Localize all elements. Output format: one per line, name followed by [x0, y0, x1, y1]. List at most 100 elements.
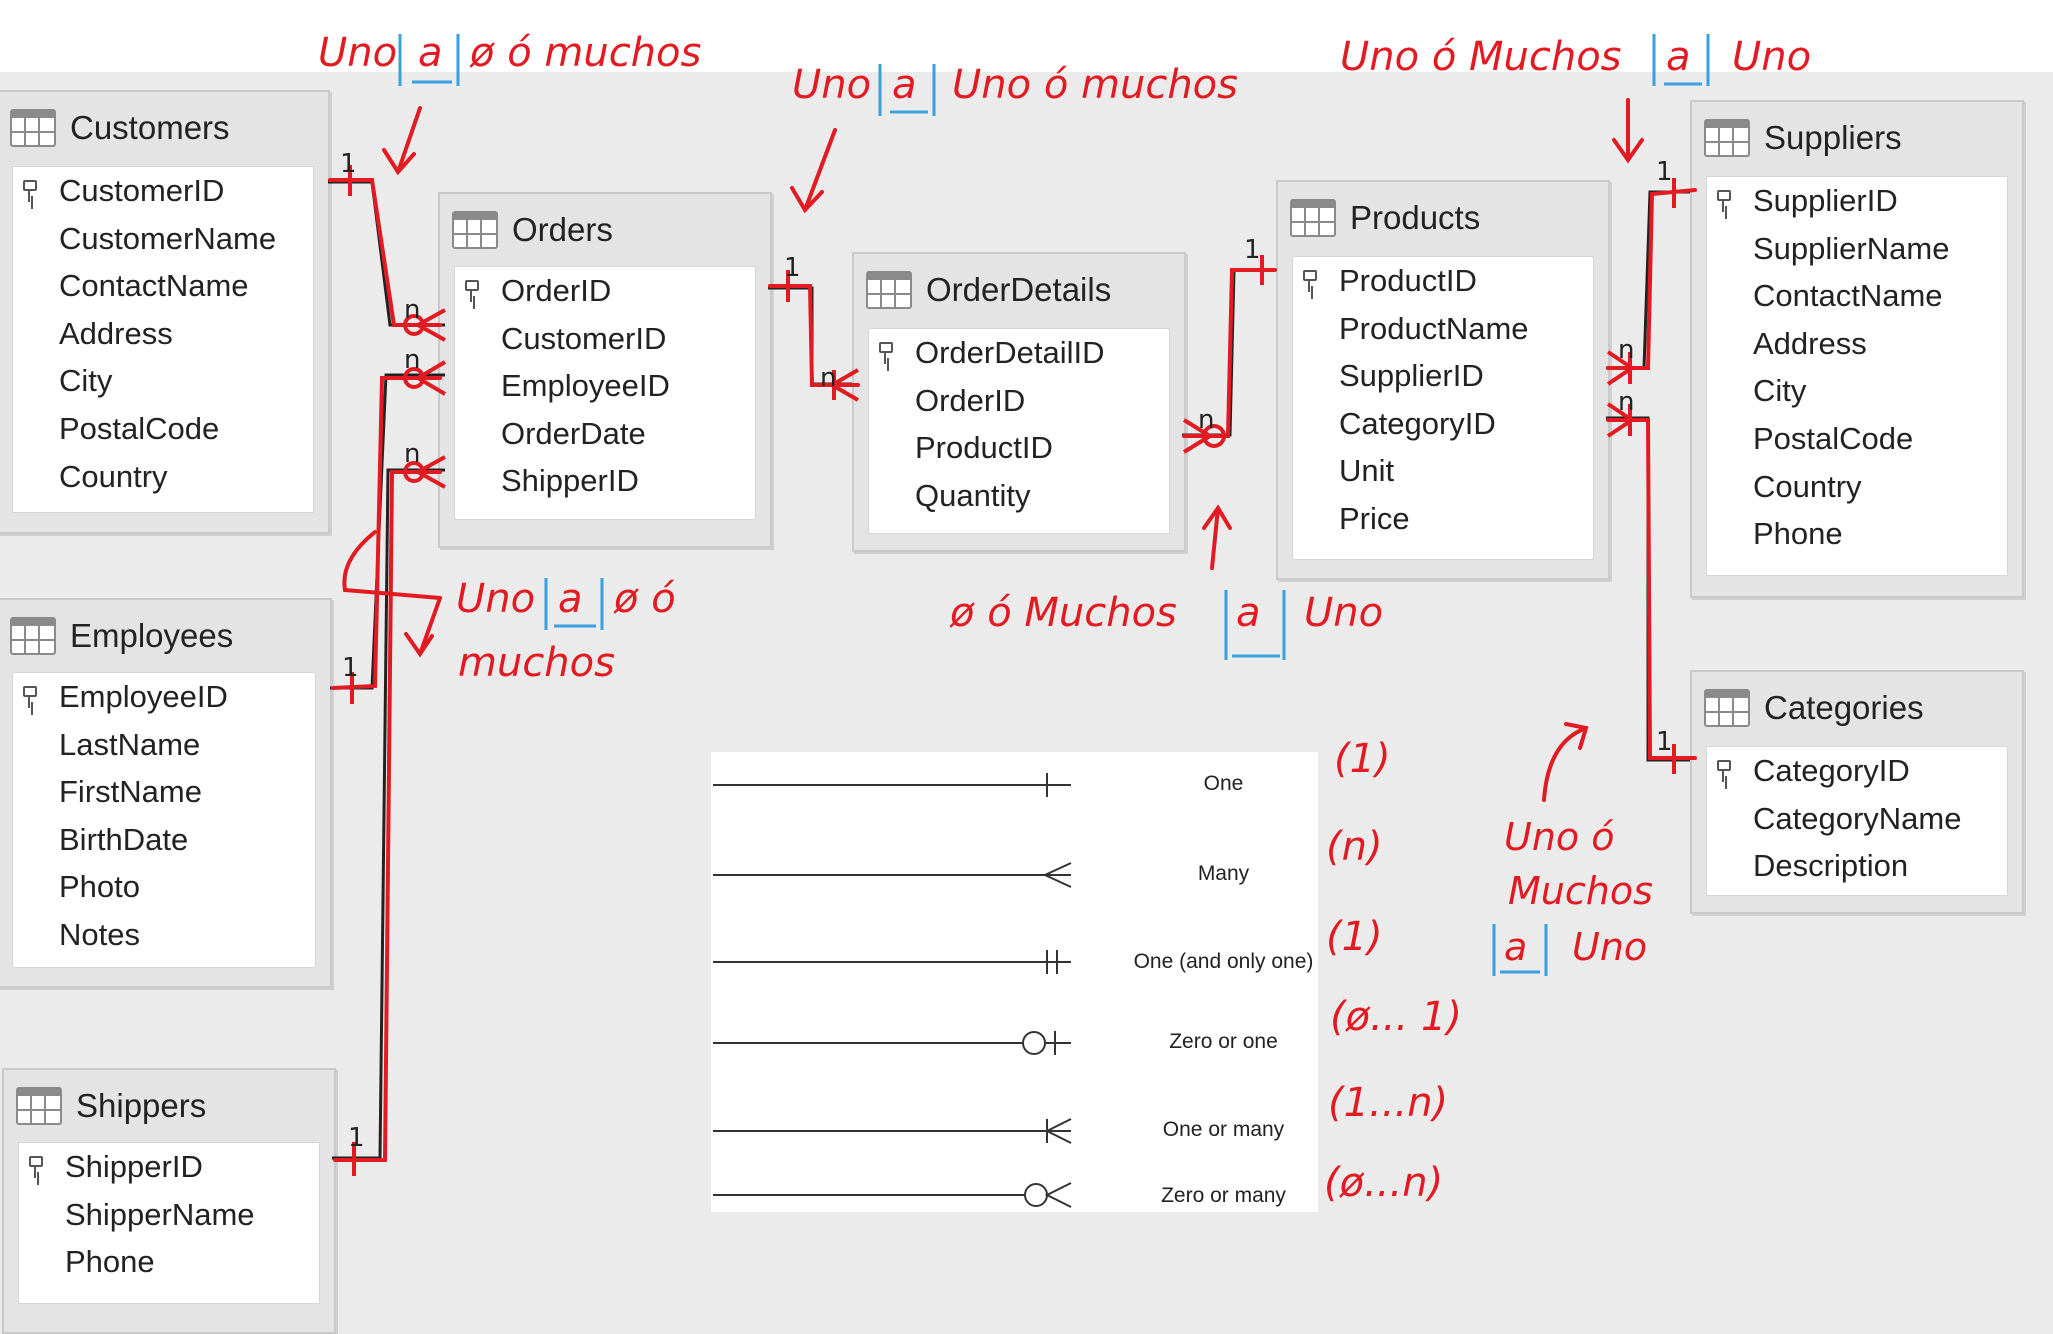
field-name: Description: [1753, 848, 1909, 884]
field-row[interactable]: PostalCode: [1707, 415, 2007, 463]
annotation-text: muchos: [458, 640, 615, 686]
field-row[interactable]: City: [13, 357, 313, 405]
field-name: CategoryID: [1339, 405, 1496, 441]
field-row[interactable]: ProductID: [869, 424, 1169, 472]
field-name: CustomerID: [501, 320, 667, 356]
field-row[interactable]: Unit: [1293, 447, 1593, 495]
field-row[interactable]: ShipperID: [19, 1143, 319, 1191]
field-row[interactable]: CategoryID: [1707, 747, 2007, 795]
key-icon: [1717, 190, 1731, 212]
table-icon: [1704, 119, 1750, 157]
field-row[interactable]: EmployeeID: [455, 362, 755, 410]
arrow-icon: [1202, 504, 1232, 570]
field-row[interactable]: CategoryName: [1707, 795, 2007, 843]
field-name: SupplierID: [1339, 358, 1484, 394]
table-products[interactable]: Products ProductID ProductName SupplierI…: [1276, 180, 1610, 580]
legend-note: (1): [1334, 736, 1391, 782]
cardinality-one: 1: [784, 253, 801, 283]
field-row[interactable]: OrderDate: [455, 410, 755, 458]
field-row[interactable]: Photo: [13, 863, 315, 911]
field-row[interactable]: Country: [1707, 463, 2007, 511]
field-row[interactable]: Address: [13, 310, 313, 358]
field-row[interactable]: SupplierID: [1293, 352, 1593, 400]
table-title: OrderDetails: [926, 271, 1112, 308]
table-orders[interactable]: Orders OrderID CustomerID EmployeeID Ord…: [438, 192, 772, 548]
key-icon: [465, 280, 479, 302]
arrow-icon: [790, 128, 837, 214]
field-name: EmployeeID: [59, 679, 228, 714]
annotation-text: Uno: [1572, 925, 1647, 969]
field-name: ProductID: [915, 430, 1053, 466]
field-row[interactable]: Price: [1293, 495, 1593, 543]
field-row[interactable]: OrderDetailID: [869, 329, 1169, 377]
table-shippers[interactable]: Shippers ShipperID ShipperName Phone: [2, 1068, 336, 1334]
zero-or-many-mark: [1182, 418, 1214, 454]
key-icon: [1303, 270, 1317, 292]
employees-orders-connector: [330, 373, 445, 690]
field-name: Phone: [65, 1244, 155, 1280]
field-row[interactable]: ProductName: [1293, 305, 1593, 353]
field-row[interactable]: ShipperName: [19, 1191, 319, 1239]
field-name: City: [59, 363, 113, 399]
field-row[interactable]: FirstName: [13, 768, 315, 816]
employees-orders-trace: [331, 376, 442, 690]
field-row[interactable]: Country: [13, 453, 313, 501]
field-row[interactable]: CustomerID: [13, 167, 313, 215]
shippers-orders-trace: [333, 470, 442, 1162]
table-icon: [1290, 199, 1336, 237]
table-icon: [10, 617, 56, 655]
field-row[interactable]: Notes: [13, 911, 315, 959]
field-row[interactable]: ContactName: [1707, 272, 2007, 320]
field-row[interactable]: ProductID: [1293, 257, 1593, 305]
field-row[interactable]: ShipperID: [455, 457, 755, 505]
table-title: Products: [1350, 199, 1481, 236]
table-customers[interactable]: Customers CustomerID CustomerName Contac…: [0, 90, 330, 534]
field-list: OrderDetailID OrderID ProductID Quantity: [868, 328, 1170, 534]
field-row[interactable]: ContactName: [13, 262, 313, 310]
table-employees[interactable]: Employees EmployeeID LastName FirstName …: [0, 598, 332, 988]
field-name: ProductName: [1339, 310, 1529, 346]
field-list: CategoryID CategoryName Description: [1706, 746, 2008, 896]
field-row[interactable]: Address: [1707, 320, 2007, 368]
field-row[interactable]: OrderID: [455, 267, 755, 315]
table-suppliers[interactable]: Suppliers SupplierID SupplierName Contac…: [1690, 100, 2024, 598]
legend-note: (ø...n): [1324, 1160, 1443, 1206]
annotation-text: Uno: [456, 576, 535, 622]
legend-row-many: Many: [711, 854, 1318, 894]
cardinality-one: 1: [1656, 727, 1673, 757]
table-header: Orders: [452, 206, 758, 254]
annotation-text: ø ó: [613, 576, 676, 622]
field-row[interactable]: Phone: [1707, 510, 2007, 558]
field-row[interactable]: LastName: [13, 721, 315, 769]
field-row[interactable]: Quantity: [869, 472, 1169, 520]
field-name: Phone: [1753, 516, 1843, 552]
table-orderdetails[interactable]: OrderDetails OrderDetailID OrderID Produ…: [852, 252, 1186, 552]
legend-note: (1...n): [1328, 1080, 1448, 1126]
shippers-orders-connector: [332, 468, 445, 1160]
field-list: CustomerID CustomerName ContactName Addr…: [12, 166, 314, 513]
field-row[interactable]: PostalCode: [13, 405, 313, 453]
highlight-bracket: [1224, 590, 1286, 660]
arrow-icon: [382, 106, 422, 176]
field-row[interactable]: City: [1707, 367, 2007, 415]
field-row[interactable]: CustomerName: [13, 215, 313, 263]
field-row[interactable]: BirthDate: [13, 816, 315, 864]
table-title: Orders: [512, 211, 613, 248]
field-name: PostalCode: [1753, 420, 1914, 456]
field-row[interactable]: SupplierName: [1707, 225, 2007, 273]
table-categories[interactable]: Categories CategoryID CategoryName Descr…: [1690, 670, 2024, 914]
arrow-icon: [342, 530, 442, 600]
highlight-bracket: [544, 578, 604, 630]
field-row[interactable]: Description: [1707, 842, 2007, 890]
one-or-many-mark: [1606, 402, 1636, 438]
field-row[interactable]: Phone: [19, 1238, 319, 1286]
field-list: EmployeeID LastName FirstName BirthDate …: [12, 672, 316, 968]
field-row[interactable]: CustomerID: [455, 315, 755, 363]
table-title: Categories: [1764, 689, 1924, 726]
table-header: Employees: [10, 612, 318, 660]
field-name: Address: [59, 315, 173, 351]
field-row[interactable]: SupplierID: [1707, 177, 2007, 225]
field-row[interactable]: OrderID: [869, 377, 1169, 425]
field-row[interactable]: CategoryID: [1293, 400, 1593, 448]
field-row[interactable]: EmployeeID: [13, 673, 315, 721]
